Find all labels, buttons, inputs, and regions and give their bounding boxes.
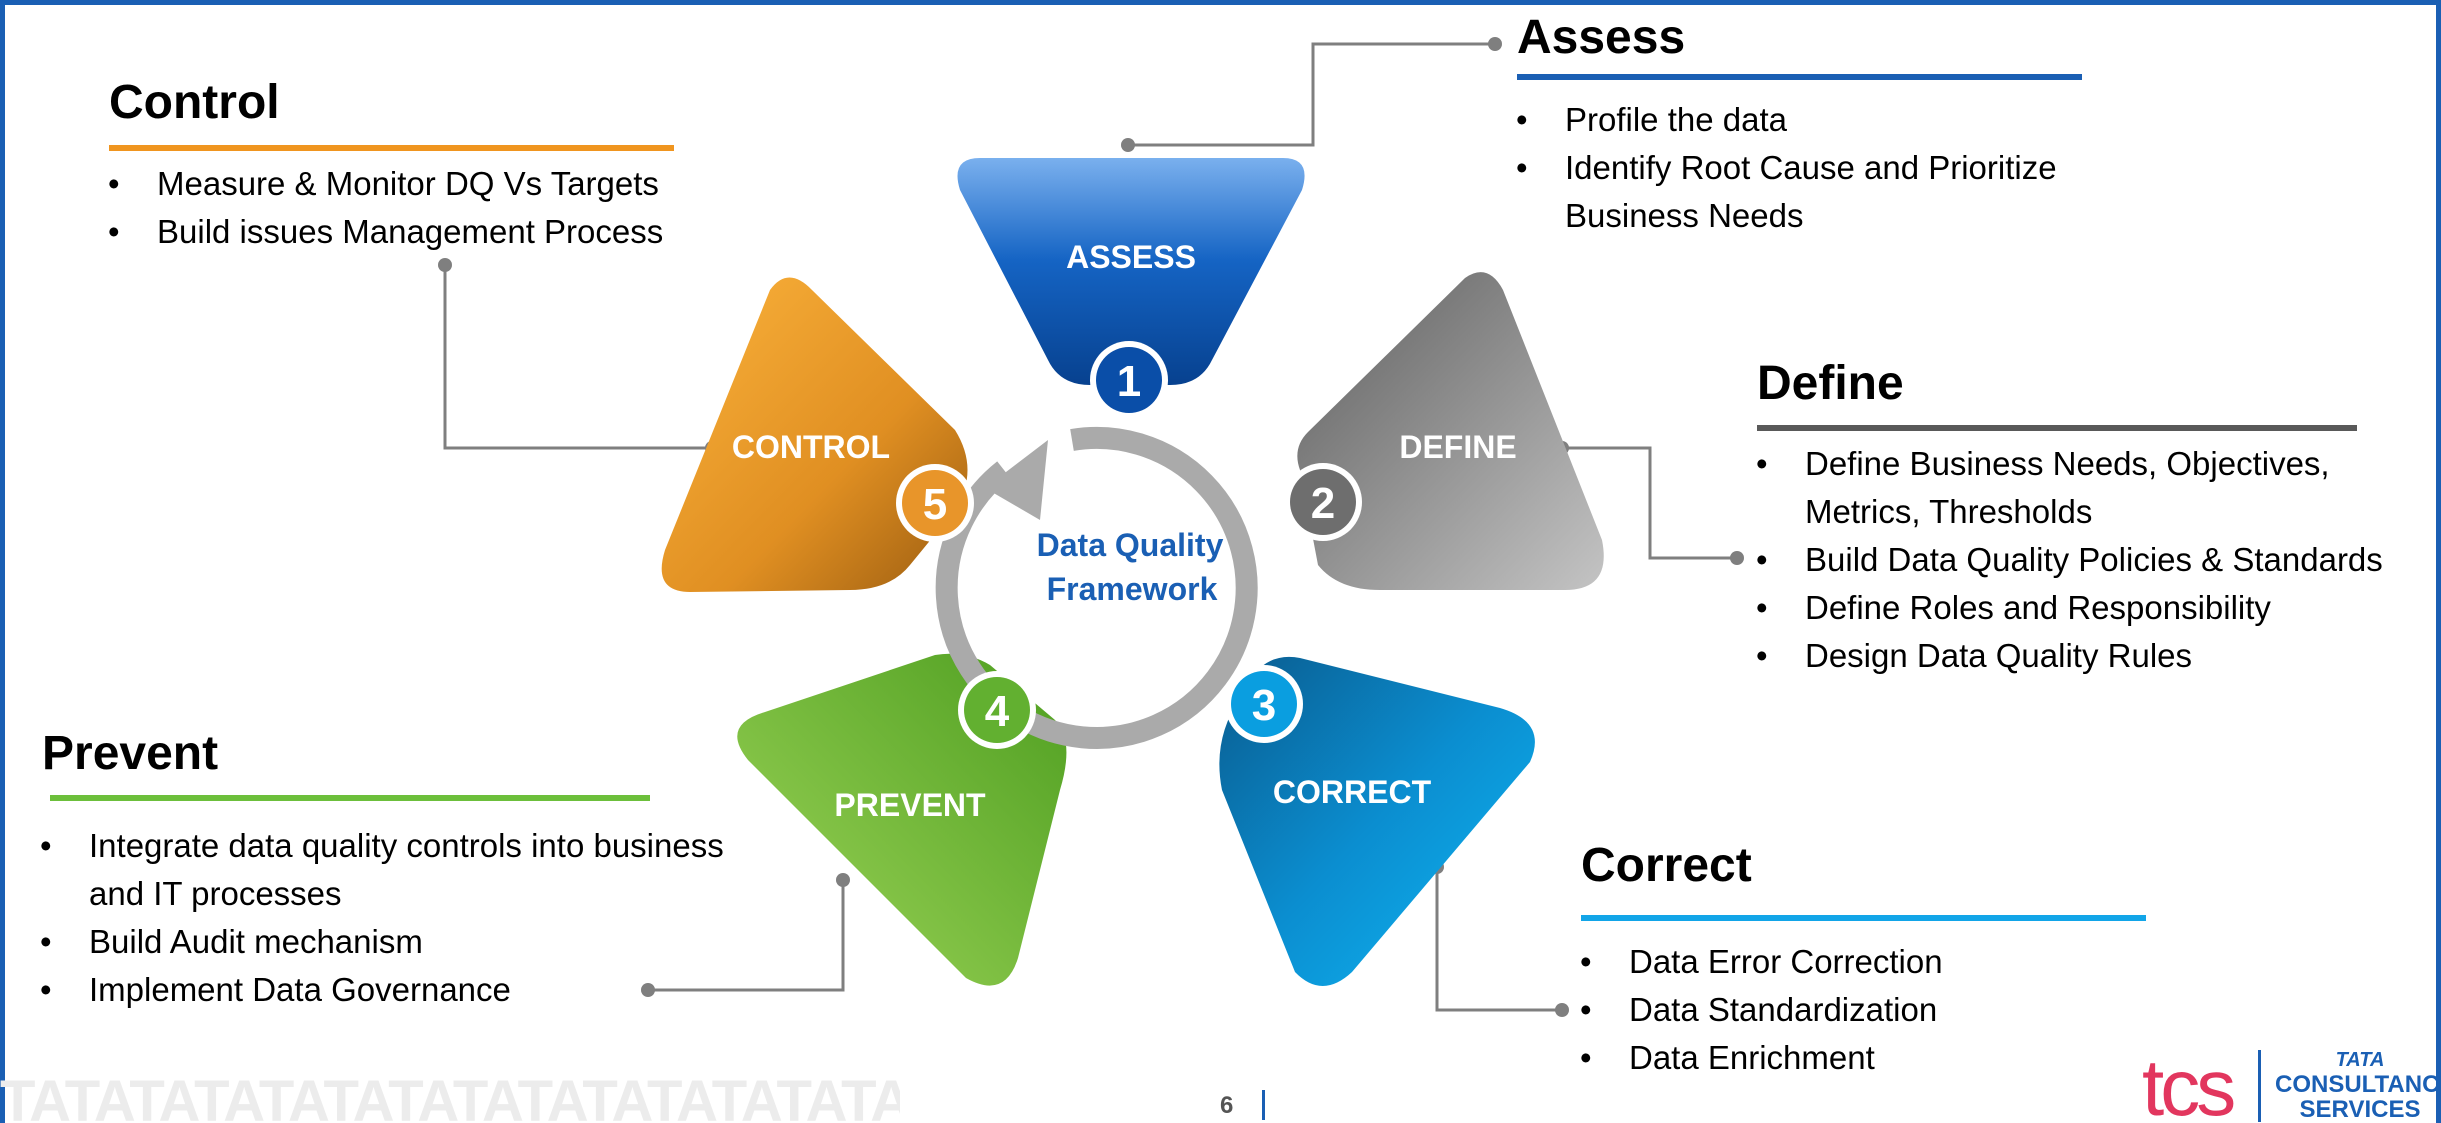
assess-bullet: Identify Root Cause and Prioritize Busin… — [1516, 144, 2136, 240]
page-number-separator — [1262, 1090, 1265, 1120]
define-step-badge: 2 — [1284, 463, 1362, 541]
control-connector-dot — [438, 258, 452, 272]
correct-connector-dot — [1555, 1003, 1569, 1017]
control-bullets: Measure & Monitor DQ Vs Targets Build is… — [108, 160, 728, 256]
prevent-bullet: Implement Data Governance — [40, 966, 760, 1014]
correct-petal-label: CORRECT — [1273, 774, 1432, 810]
assess-bullet: Profile the data — [1516, 96, 2136, 144]
prevent-step-number: 4 — [985, 687, 1010, 736]
assess-petal-label: ASSESS — [1066, 239, 1196, 275]
control-rule — [109, 145, 674, 151]
define-bullets: Define Business Needs, Objectives, Metri… — [1756, 440, 2396, 680]
prevent-bullets: Integrate data quality controls into bus… — [40, 822, 760, 1014]
correct-bullets: Data Error Correction Data Standardizati… — [1580, 938, 2200, 1082]
assess-connector-dot — [1121, 138, 1135, 152]
page-number: 6 — [1220, 1092, 1234, 1119]
define-connector-dot — [1730, 551, 1744, 565]
correct-step-badge: 3 — [1225, 665, 1303, 743]
define-bullet: Define Business Needs, Objectives, Metri… — [1756, 440, 2396, 536]
assess-petal[interactable] — [957, 158, 1305, 385]
tata-consultancy-services-wordmark: TATA CONSULTANCY SERVICES — [2275, 1048, 2441, 1122]
brand-line-consultancy: CONSULTANCY — [2275, 1071, 2441, 1098]
define-step-number: 2 — [1311, 479, 1335, 528]
prevent-rule — [50, 795, 650, 801]
define-bullet: Design Data Quality Rules — [1756, 632, 2396, 680]
control-bullet: Measure & Monitor DQ Vs Targets — [108, 160, 728, 208]
correct-connector — [1435, 867, 1562, 1012]
brand-line-tata: TATA — [2335, 1049, 2385, 1071]
cycle-arrowhead — [985, 440, 1048, 520]
control-step-badge: 5 — [896, 464, 974, 542]
correct-bullet: Data Error Correction — [1580, 938, 2200, 986]
define-connector — [1562, 446, 1737, 560]
prevent-step-badge: 4 — [958, 671, 1036, 749]
control-heading: Control — [109, 76, 280, 129]
prevent-bullet: Integrate data quality controls into bus… — [40, 822, 760, 918]
define-bullet: Build Data Quality Policies & Standards — [1756, 536, 2396, 584]
correct-heading: Correct — [1581, 839, 1752, 892]
assess-heading: Assess — [1517, 11, 1686, 64]
control-petal[interactable] — [661, 277, 968, 593]
logo-separator — [2258, 1050, 2261, 1122]
control-petal-label: CONTROL — [732, 429, 890, 465]
correct-rule — [1581, 915, 2146, 921]
correct-bullet: Data Standardization — [1580, 986, 2200, 1034]
cycle-arrow — [935, 427, 1258, 749]
prevent-connector-dot — [836, 873, 850, 887]
tcs-logo-icon: tcs — [2142, 1043, 2236, 1123]
define-petal-label: DEFINE — [1399, 429, 1516, 465]
define-rule — [1757, 425, 2357, 431]
prevent-bullet: Build Audit mechanism — [40, 918, 760, 966]
prevent-petal-label: PREVENT — [834, 787, 986, 823]
brand-line-services: SERVICES — [2299, 1096, 2421, 1123]
prevent-heading: Prevent — [42, 727, 219, 780]
correct-bullet: Data Enrichment — [1580, 1034, 2200, 1082]
control-connector — [443, 265, 712, 450]
control-bullet: Build issues Management Process — [108, 208, 728, 256]
assess-connector-dot — [1488, 37, 1502, 51]
assess-rule — [1517, 74, 2082, 80]
correct-step-number: 3 — [1252, 681, 1276, 730]
center-title-line2: Framework — [1047, 571, 1218, 607]
define-petal[interactable] — [1297, 272, 1604, 590]
assess-bullets: Profile the data Identify Root Cause and… — [1516, 96, 2136, 240]
define-bullet: Define Roles and Responsibility — [1756, 584, 2396, 632]
correct-petal[interactable] — [1219, 656, 1535, 986]
control-step-number: 5 — [923, 480, 947, 529]
assess-connector — [1128, 42, 1495, 147]
assess-step-badge: 1 — [1090, 341, 1168, 419]
assess-step-number: 1 — [1117, 357, 1141, 406]
define-heading: Define — [1757, 357, 1904, 410]
center-title-line1: Data Quality — [1037, 527, 1224, 563]
tata-watermark: TATATATATATATATATATATATATATATATATA — [0, 1069, 900, 1123]
